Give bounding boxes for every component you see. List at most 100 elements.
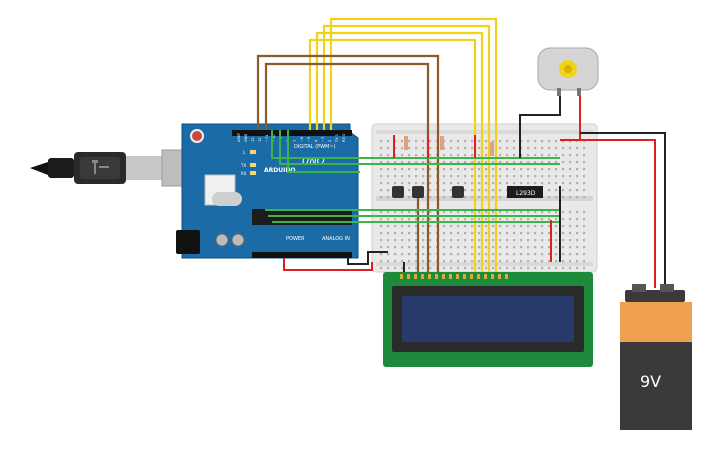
breadboard-hole — [485, 196, 488, 199]
breadboard-hole — [443, 225, 446, 228]
analog-header-label: ANALOG IN — [322, 236, 350, 242]
breadboard-hole — [499, 182, 502, 185]
breadboard-hole — [534, 260, 537, 263]
breadboard-hole — [520, 253, 523, 256]
breadboard-hole — [576, 175, 579, 178]
breadboard-hole — [555, 168, 558, 171]
breadboard-hole — [443, 196, 446, 199]
breadboard-hole — [541, 267, 544, 270]
lcd-pin — [477, 274, 480, 279]
breadboard-hole — [527, 154, 530, 157]
wires-green — [265, 130, 560, 223]
breadboard-hole — [527, 232, 530, 235]
breadboard-hole — [478, 147, 481, 150]
breadboard-hole — [380, 189, 383, 192]
breadboard-hole — [541, 182, 544, 185]
breadboard-hole — [576, 196, 579, 199]
breadboard-hole — [471, 267, 474, 270]
breadboard-hole — [520, 140, 523, 143]
breadboard-hole — [422, 182, 425, 185]
breadboard-hole — [583, 189, 586, 192]
breadboard-hole — [569, 182, 572, 185]
breadboard-hole — [457, 239, 460, 242]
breadboard-hole — [464, 161, 467, 164]
breadboard-hole — [387, 232, 390, 235]
breadboard-hole — [457, 182, 460, 185]
breadboard-hole — [569, 147, 572, 150]
breadboard-hole — [527, 225, 530, 228]
pin-label: 4 — [314, 139, 318, 142]
breadboard-hole — [555, 225, 558, 228]
breadboard-hole — [506, 267, 509, 270]
breadboard-hole — [576, 140, 579, 143]
breadboard-hole — [387, 161, 390, 164]
breadboard-hole — [576, 211, 579, 214]
breadboard-hole — [576, 246, 579, 249]
lcd-pin — [449, 274, 452, 279]
breadboard-hole — [499, 225, 502, 228]
breadboard-hole — [485, 239, 488, 242]
breadboard-hole — [485, 147, 488, 150]
breadboard-hole — [380, 253, 383, 256]
breadboard-hole — [429, 154, 432, 157]
breadboard-hole — [534, 168, 537, 171]
breadboard-hole — [422, 218, 425, 221]
breadboard-hole — [401, 253, 404, 256]
breadboard-hole — [485, 168, 488, 171]
breadboard-hole — [548, 218, 551, 221]
breadboard-hole — [520, 239, 523, 242]
breadboard-hole — [422, 211, 425, 214]
breadboard-hole — [569, 175, 572, 178]
breadboard-hole — [422, 232, 425, 235]
pin-label: RX 0 — [342, 133, 346, 142]
breadboard-hole — [387, 267, 390, 270]
breadboard-hole — [464, 218, 467, 221]
breadboard-hole — [443, 246, 446, 249]
breadboard-hole — [471, 225, 474, 228]
breadboard-hole — [541, 246, 544, 249]
breadboard-hole — [569, 267, 572, 270]
breadboard-hole — [394, 246, 397, 249]
pin-label: 12 — [258, 137, 262, 142]
breadboard-hole — [562, 211, 565, 214]
breadboard-hole — [506, 232, 509, 235]
breadboard-hole — [457, 211, 460, 214]
breadboard-hole — [408, 196, 411, 199]
breadboard-hole — [520, 182, 523, 185]
breadboard-hole — [457, 218, 460, 221]
breadboard-hole — [520, 161, 523, 164]
breadboard-hole — [394, 218, 397, 221]
breadboard-hole — [422, 161, 425, 164]
breadboard-hole — [485, 225, 488, 228]
breadboard-hole — [527, 161, 530, 164]
breadboard-hole — [471, 154, 474, 157]
breadboard-hole — [527, 147, 530, 150]
breadboard-hole — [394, 211, 397, 214]
breadboard-hole — [569, 232, 572, 235]
breadboard-hole — [394, 175, 397, 178]
breadboard-hole — [562, 267, 565, 270]
breadboard-hole — [541, 218, 544, 221]
breadboard-hole — [450, 175, 453, 178]
led-tx — [250, 163, 256, 167]
breadboard-hole — [478, 168, 481, 171]
lcd-pin — [498, 274, 501, 279]
breadboard-hole — [576, 267, 579, 270]
breadboard-hole — [478, 267, 481, 270]
breadboard-hole — [499, 239, 502, 242]
breadboard-hole — [401, 225, 404, 228]
breadboard-hole — [555, 189, 558, 192]
breadboard-hole — [485, 267, 488, 270]
breadboard-hole — [499, 246, 502, 249]
breadboard-hole — [429, 161, 432, 164]
breadboard-hole — [478, 182, 481, 185]
breadboard-hole — [499, 147, 502, 150]
breadboard-hole — [576, 154, 579, 157]
breadboard-hole — [520, 147, 523, 150]
breadboard-hole — [506, 182, 509, 185]
breadboard-hole — [471, 253, 474, 256]
reset-button[interactable] — [190, 129, 204, 143]
breadboard-hole — [450, 154, 453, 157]
breadboard-hole — [478, 218, 481, 221]
